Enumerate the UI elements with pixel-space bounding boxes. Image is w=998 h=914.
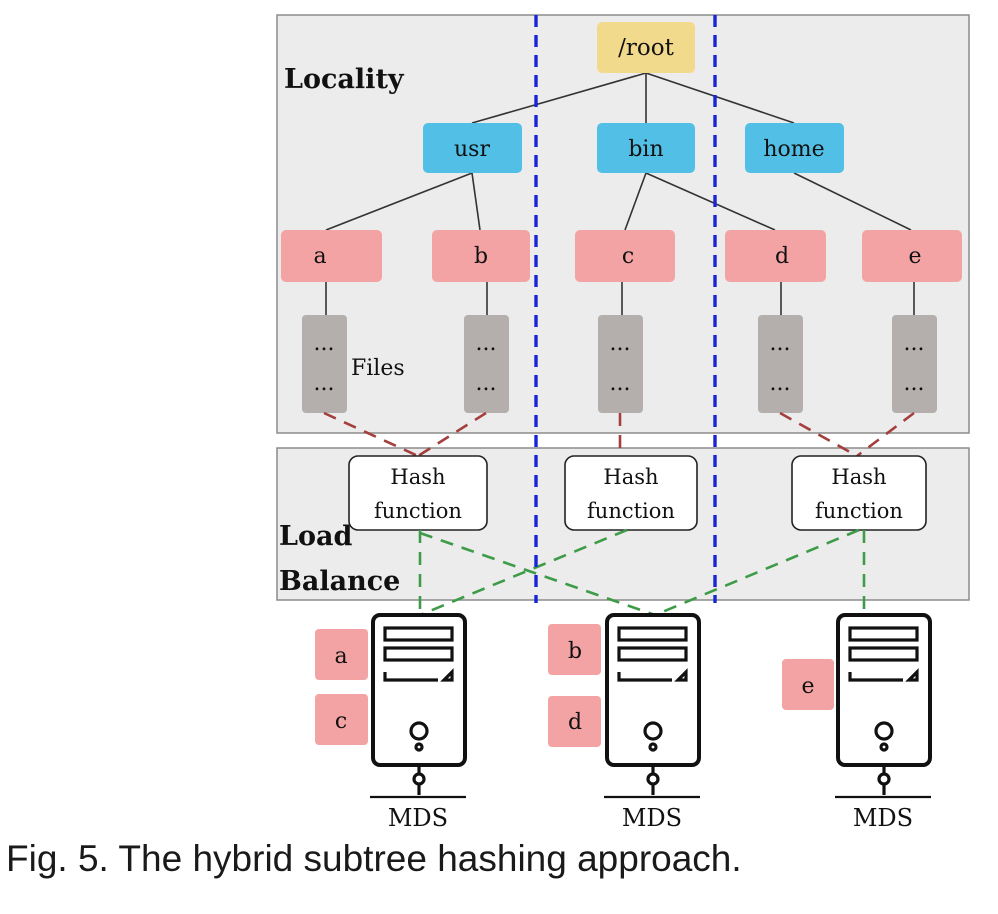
file-block-b: ... ... <box>464 315 509 413</box>
edge-bin-d <box>645 172 776 231</box>
edge-bin-c <box>624 172 647 231</box>
red-dash-a-hash1 <box>323 411 419 458</box>
dir-node-home <box>745 123 844 173</box>
svg-text:...: ... <box>610 371 631 396</box>
svg-text:function: function <box>374 499 462 523</box>
mds3-item-e-label: e <box>801 674 814 699</box>
svg-text:...: ... <box>314 331 335 356</box>
mds1-item-c-label: c <box>335 709 347 734</box>
mds1-item-a <box>315 629 368 680</box>
svg-text:...: ... <box>476 371 497 396</box>
root-node-label: /root <box>618 35 674 61</box>
svg-text:Hash: Hash <box>390 465 445 489</box>
leaf-node-a-label: a <box>313 244 326 269</box>
hybrid-subtree-hashing-diagram: Locality Load Balance /root usr bin home… <box>276 14 970 832</box>
hash-function-2: Hash function <box>564 455 698 531</box>
svg-text:...: ... <box>314 371 335 396</box>
mds3-item-e <box>782 659 834 710</box>
svg-text:...: ... <box>476 331 497 356</box>
leaf-node-a <box>281 230 382 282</box>
red-dashed-connectors <box>323 411 915 458</box>
edge-root-usr <box>471 72 647 124</box>
files-label: Files <box>351 356 405 381</box>
leaf-node-e-label: e <box>908 244 921 269</box>
dir-node-usr-label: usr <box>454 137 490 162</box>
edge-root-home <box>645 72 795 124</box>
edge-usr-b <box>471 172 481 231</box>
blue-dividers <box>534 15 717 603</box>
green-dash-hash2-mds1 <box>419 528 628 617</box>
dir-node-bin <box>597 123 695 173</box>
locality-label: Locality <box>284 64 405 95</box>
svg-text:...: ... <box>904 331 925 356</box>
mds-server-1: a c MDS <box>315 613 467 832</box>
green-dash-hash1-mds2 <box>419 531 656 617</box>
leaf-node-b <box>432 230 530 282</box>
dir-node-usr <box>423 123 522 173</box>
tree-edges <box>325 72 915 315</box>
svg-text:function: function <box>815 499 903 523</box>
mds2-item-b-label: b <box>568 639 582 664</box>
leaf-node-b-label: b <box>474 244 488 269</box>
dir-node-bin-label: bin <box>628 137 663 162</box>
svg-text:Hash: Hash <box>831 465 886 489</box>
leaf-node-d <box>725 230 826 282</box>
leaf-node-c-label: c <box>622 244 634 269</box>
svg-text:...: ... <box>770 331 791 356</box>
mds1-label: MDS <box>388 804 448 832</box>
svg-text:...: ... <box>904 371 925 396</box>
edge-home-e <box>793 172 912 231</box>
red-dash-d-hash3 <box>779 411 858 458</box>
dir-node-home-label: home <box>763 137 824 162</box>
svg-text:...: ... <box>610 331 631 356</box>
file-block-a: ... ... <box>302 315 347 413</box>
file-block-e: ... ... <box>892 315 937 413</box>
mds3-label: MDS <box>853 804 913 832</box>
leaf-node-e <box>862 230 962 282</box>
mds2-item-b <box>548 624 601 675</box>
balance-label: Balance <box>279 566 400 597</box>
edge-usr-a <box>325 172 473 231</box>
mds1-item-c <box>315 694 368 745</box>
file-block-c: ... ... <box>598 315 643 413</box>
mds1-item-a-label: a <box>334 644 347 669</box>
leaf-node-d-label: d <box>775 244 789 269</box>
root-node <box>597 22 695 73</box>
svg-text:Hash: Hash <box>603 465 658 489</box>
mds2-item-d <box>548 696 601 747</box>
load-label: Load <box>279 521 352 552</box>
hash-function-3: Hash function <box>791 455 927 531</box>
mds-server-3: e MDS <box>782 613 932 832</box>
figure-caption: Fig. 5. The hybrid subtree hashing appro… <box>6 838 742 879</box>
svg-text:function: function <box>587 499 675 523</box>
mds2-label: MDS <box>622 804 682 832</box>
svg-text:...: ... <box>770 371 791 396</box>
mds2-item-d-label: d <box>568 710 582 735</box>
leaf-node-c <box>575 230 675 282</box>
red-dash-b-hash1 <box>417 411 487 458</box>
green-dash-hash3-mds2 <box>654 528 860 617</box>
hash-function-1: Hash function <box>348 455 488 531</box>
mds-server-2: b d MDS <box>548 613 701 832</box>
red-dash-e-hash3 <box>856 411 915 458</box>
file-block-d: ... ... <box>758 315 803 413</box>
green-dashed-connectors <box>418 528 866 617</box>
